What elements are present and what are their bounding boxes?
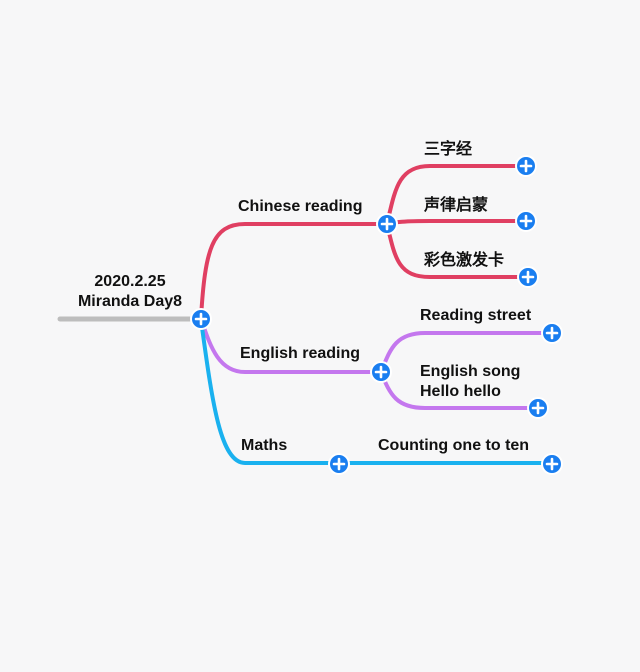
branch-label-english-reading[interactable]: English reading	[240, 345, 361, 362]
plus-icon	[194, 312, 208, 326]
maths-expand-button[interactable]	[328, 453, 350, 475]
branch-line-maths	[199, 318, 554, 465]
root-expand-button[interactable]	[190, 308, 212, 330]
plus-icon	[521, 270, 535, 284]
plus-icon	[380, 217, 394, 231]
leaf-label-english-song[interactable]: English song Hello hello	[420, 363, 521, 400]
root-date: 2020.2.25	[94, 273, 166, 290]
plus-icon	[531, 401, 545, 415]
branch-label-chinese-reading[interactable]: Chinese reading	[238, 198, 363, 215]
leaf-label-counting[interactable]: Counting one to ten	[378, 437, 530, 454]
sanzijing-expand-button[interactable]	[515, 155, 537, 177]
caise-expand-button[interactable]	[517, 266, 539, 288]
plus-icon	[545, 326, 559, 340]
reading-street-expand-button[interactable]	[541, 322, 563, 344]
plus-icon	[519, 214, 533, 228]
branch-label-maths[interactable]: Maths	[241, 437, 288, 454]
plus-icon	[519, 159, 533, 173]
root-title: Miranda Day8	[77, 293, 183, 310]
leaf-label-sanzijing[interactable]: 三字经	[424, 139, 473, 158]
leaf-label-reading-street[interactable]: Reading street	[420, 307, 532, 324]
english-song-expand-button[interactable]	[527, 397, 549, 419]
plus-icon	[545, 457, 559, 471]
chinese-reading-expand-button[interactable]	[376, 213, 398, 235]
counting-expand-button[interactable]	[541, 453, 563, 475]
english-reading-expand-button[interactable]	[370, 361, 392, 383]
plus-icon	[332, 457, 346, 471]
plus-icon	[374, 365, 388, 379]
leaf-line-caise	[385, 222, 530, 279]
leaf-line-shenglv	[385, 219, 528, 226]
shenglv-expand-button[interactable]	[515, 210, 537, 232]
branch-line-chinese-reading	[199, 222, 389, 320]
leaf-label-shenglv[interactable]: 声律启蒙	[424, 195, 489, 214]
root-topic[interactable]: 2020.2.25 Miranda Day8	[74, 272, 186, 312]
leaf-label-caise[interactable]: 彩色激发卡	[424, 250, 505, 269]
leaf-line-sanzijing	[385, 164, 528, 226]
